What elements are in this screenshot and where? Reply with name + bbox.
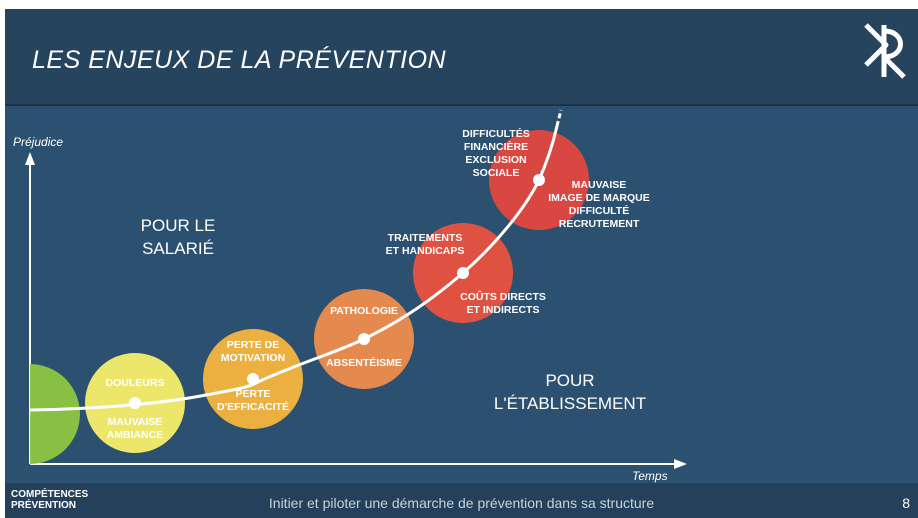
footer-brand: COMPÉTENCES PRÉVENTION: [11, 489, 88, 511]
y-axis-label: Préjudice: [13, 135, 63, 149]
footer-brand-line-2: PRÉVENTION: [11, 500, 77, 511]
employee-group-label-2: SALARIÉ: [142, 239, 214, 258]
motivation-below-1: PERTE: [235, 388, 270, 400]
establishment-group-label-2: L'ÉTABLISSEMENT: [494, 394, 646, 413]
traitements-below-2: ET INDIRECTS: [467, 304, 540, 316]
difficultes-below-4: RECRUTEMENT: [559, 218, 640, 230]
stage-douleurs-point: [129, 397, 141, 409]
motivation-above-2: MOTIVATION: [221, 352, 285, 364]
difficultes-below-1: MAUVAISE: [572, 179, 627, 191]
difficultes-below-2: IMAGE DE MARQUE: [548, 192, 650, 204]
difficultes-below-3: DIFFICULTÉ: [569, 204, 629, 217]
traitements-below-1: COÛTS DIRECTS: [460, 290, 546, 303]
pathologie-below-1: ABSENTÉISME: [326, 356, 402, 369]
establishment-group-label-1: POUR: [545, 371, 594, 390]
stage-traitements-point: [457, 267, 469, 279]
traitements-above-1: TRAITEMENTS: [388, 232, 463, 244]
difficultes-above-4: SOCIALE: [473, 167, 520, 179]
prevention-diagram: Préjudice Temps POUR LE SALARIÉ POUR L'É…: [13, 109, 687, 483]
slide: LES ENJEUX DE LA PRÉVENTION Préjudice Te…: [5, 9, 918, 518]
x-axis-label: Temps: [632, 469, 668, 483]
footer-subtitle: Initier et piloter une démarche de préve…: [268, 495, 655, 511]
douleurs-above-1: DOULEURS: [106, 377, 165, 389]
y-axis-arrow: [25, 152, 35, 165]
douleurs-below-2: AMBIANCE: [107, 429, 164, 441]
stage-pathologie-point: [358, 333, 370, 345]
difficultes-above-3: EXCLUSION: [465, 154, 526, 166]
stage-difficultes-point: [533, 174, 545, 186]
slide-footer: COMPÉTENCES PRÉVENTION Initier et pilote…: [5, 483, 918, 518]
growth-curve-dashes: [555, 109, 563, 127]
pr-logo-icon: [864, 23, 906, 79]
footer-brand-line-1: COMPÉTENCES: [11, 489, 89, 500]
douleurs-below-1: MAUVAISE: [108, 416, 163, 428]
difficultes-above-1: DIFFICULTÉS: [462, 127, 529, 140]
page-number: 8: [902, 495, 910, 511]
motivation-below-2: D'EFFICACITÉ: [217, 400, 289, 413]
traitements-above-2: ET HANDICAPS: [386, 245, 465, 257]
motivation-above-1: PERTE DE: [227, 339, 280, 351]
stage-motivation-point: [247, 373, 259, 385]
slide-title: LES ENJEUX DE LA PRÉVENTION: [32, 46, 447, 74]
x-axis-arrow: [674, 459, 687, 469]
difficultes-above-2: FINANCIÈRE: [464, 140, 528, 153]
slide-header: LES ENJEUX DE LA PRÉVENTION: [5, 9, 918, 106]
employee-group-label-1: POUR LE: [141, 216, 216, 235]
pathologie-above-1: PATHOLOGIE: [330, 305, 398, 317]
stage-0-circle: [30, 364, 80, 464]
